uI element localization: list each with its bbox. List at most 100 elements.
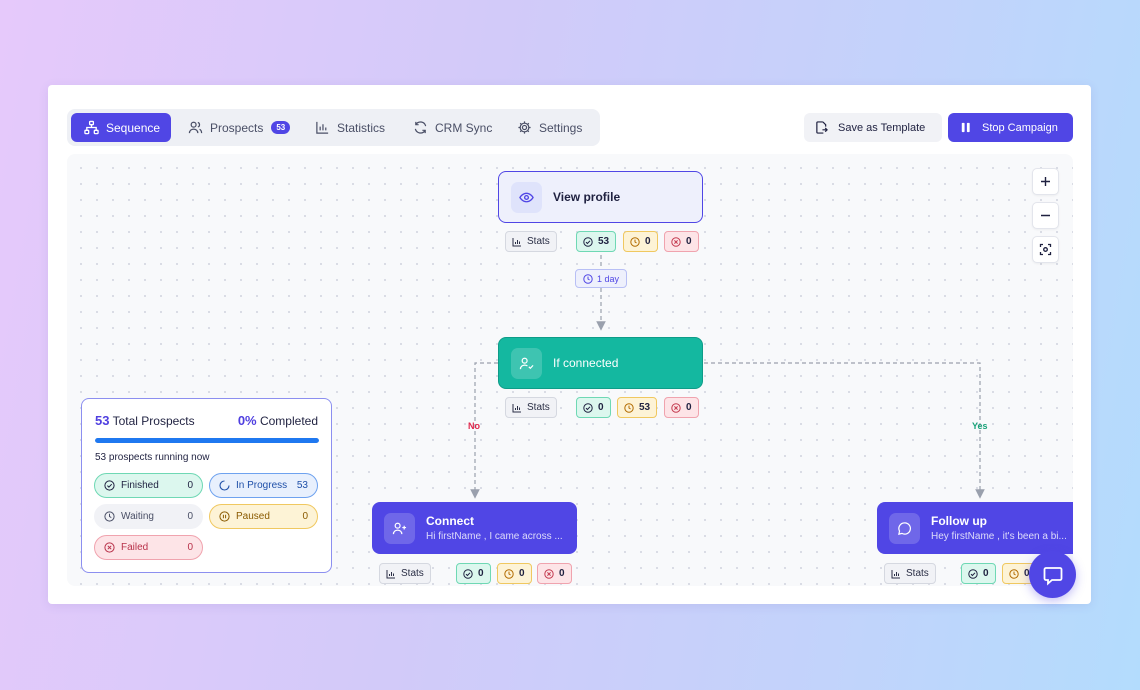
completed-percent-value: 0% [237, 413, 257, 428]
follow-up-done-chip: 0 [961, 563, 996, 584]
bar-chart-icon [512, 237, 521, 246]
done-count: 0 [598, 402, 604, 413]
failed-count: 0 [686, 236, 692, 247]
total-prospects: 53 Total Prospects [95, 413, 195, 428]
file-export-icon [816, 121, 828, 134]
if-connected-done-chip: 0 [576, 397, 611, 418]
zoom-out-button[interactable] [1032, 202, 1059, 229]
if-connected-waiting-chip: 53 [617, 397, 658, 418]
clock-icon [504, 568, 514, 579]
status-waiting-label: Waiting [121, 511, 154, 522]
tab-settings-label: Settings [539, 120, 583, 135]
minus-icon [1041, 214, 1050, 217]
connect-done-chip: 0 [456, 563, 491, 584]
bar-chart-icon [512, 403, 521, 412]
failed-count: 0 [686, 402, 692, 413]
chat-help-button[interactable] [1029, 551, 1076, 598]
stop-campaign-button[interactable]: Stop Campaign [948, 113, 1073, 142]
node-follow-up-title: Follow up [931, 514, 987, 528]
total-prospects-count: 53 [95, 413, 110, 428]
waiting-count: 0 [645, 236, 651, 247]
branch-no-label: No [468, 421, 480, 431]
view-profile-stats-button[interactable]: Stats [505, 231, 557, 252]
done-count: 0 [478, 568, 484, 579]
node-connect[interactable]: Connect Hi firstName , I came across ... [372, 502, 577, 554]
status-in-progress-label: In Progress [236, 480, 288, 491]
node-if-connected-title: If connected [553, 356, 619, 370]
status-waiting-count: 0 [187, 511, 193, 522]
status-paused[interactable]: Paused 0 [209, 504, 318, 529]
status-failed[interactable]: Failed 0 [94, 535, 203, 560]
connect-waiting-chip: 0 [497, 563, 532, 584]
focus-icon [1039, 243, 1052, 256]
tab-statistics-label: Statistics [337, 120, 386, 135]
connect-stats-button[interactable]: Stats [379, 563, 431, 584]
status-finished-label: Finished [121, 480, 159, 491]
check-circle-icon [583, 236, 593, 247]
clock-icon [1009, 568, 1019, 579]
total-prospects-label: Total Prospects [112, 414, 195, 428]
connect-failed-chip: 0 [537, 563, 572, 584]
tab-prospects[interactable]: Prospects 53 [175, 113, 293, 142]
if-connected-stats-button[interactable]: Stats [505, 397, 557, 418]
branch-yes-label: Yes [972, 421, 988, 431]
view-profile-done-chip: 53 [576, 231, 617, 252]
sequence-canvas[interactable]: View profile Stats 53 0 0 1 day If [67, 154, 1073, 586]
prospects-summary-panel: 53 Total Prospects 0% Completed 53 prosp… [81, 398, 332, 573]
check-circle-icon [968, 568, 978, 579]
tab-statistics[interactable]: Statistics [302, 113, 392, 142]
waiting-count: 0 [519, 568, 525, 579]
node-view-profile-title: View profile [553, 190, 621, 204]
delay-label: 1 day [597, 273, 620, 284]
status-in-progress[interactable]: In Progress 53 [209, 473, 318, 498]
user-check-icon [519, 357, 534, 369]
failed-count: 0 [559, 568, 565, 579]
clock-icon [630, 236, 640, 247]
stats-label: Stats [527, 402, 550, 413]
tab-sequence[interactable]: Sequence [71, 113, 171, 142]
eye-icon [519, 192, 534, 202]
node-view-profile[interactable]: View profile [498, 171, 703, 223]
bar-chart-icon [386, 569, 395, 578]
users-icon [188, 121, 203, 134]
edge-condition-yes [704, 362, 985, 499]
tab-settings[interactable]: Settings [504, 113, 594, 142]
clock-icon [104, 511, 115, 522]
message-icon [898, 521, 911, 535]
check-circle-icon [583, 402, 593, 413]
status-waiting[interactable]: Waiting 0 [94, 504, 203, 529]
clock-icon [583, 273, 593, 284]
tab-crm-sync-label: CRM Sync [435, 120, 493, 135]
x-circle-icon [544, 568, 554, 579]
delay-badge[interactable]: 1 day [575, 269, 627, 288]
chat-bubble-icon [1043, 566, 1062, 585]
done-count: 0 [983, 568, 989, 579]
status-finished-count: 0 [187, 480, 193, 491]
node-if-connected[interactable]: If connected [498, 337, 703, 389]
check-circle-icon [463, 568, 473, 579]
follow-up-stats-button[interactable]: Stats [884, 563, 936, 584]
status-finished[interactable]: Finished 0 [94, 473, 203, 498]
clock-icon [624, 402, 634, 413]
stats-label: Stats [906, 568, 929, 579]
completed-percent: 0% Completed [238, 413, 318, 428]
status-paused-count: 0 [302, 511, 308, 522]
prospects-count-badge: 53 [271, 121, 291, 134]
tab-bar: Sequence Prospects 53 Statistics CRM Syn… [67, 109, 600, 146]
fit-view-button[interactable] [1032, 236, 1059, 263]
tab-crm-sync[interactable]: CRM Sync [400, 113, 496, 142]
zoom-in-button[interactable] [1032, 168, 1059, 195]
node-follow-up[interactable]: Follow up Hey firstName , it's been a bi… [877, 502, 1073, 554]
completed-label: Completed [259, 414, 318, 428]
gear-icon [518, 121, 531, 134]
save-as-template-button[interactable]: Save as Template [804, 113, 942, 142]
campaign-card: Sequence Prospects 53 Statistics CRM Syn… [48, 85, 1091, 604]
sitemap-icon [84, 120, 99, 135]
stop-campaign-label: Stop Campaign [982, 121, 1058, 134]
view-profile-failed-chip: 0 [664, 231, 699, 252]
running-text: 53 prospects running now [95, 452, 210, 463]
if-connected-failed-chip: 0 [664, 397, 699, 418]
prospects-progress-fill [95, 438, 319, 443]
user-plus-icon [392, 522, 407, 534]
pause-icon [961, 122, 970, 133]
